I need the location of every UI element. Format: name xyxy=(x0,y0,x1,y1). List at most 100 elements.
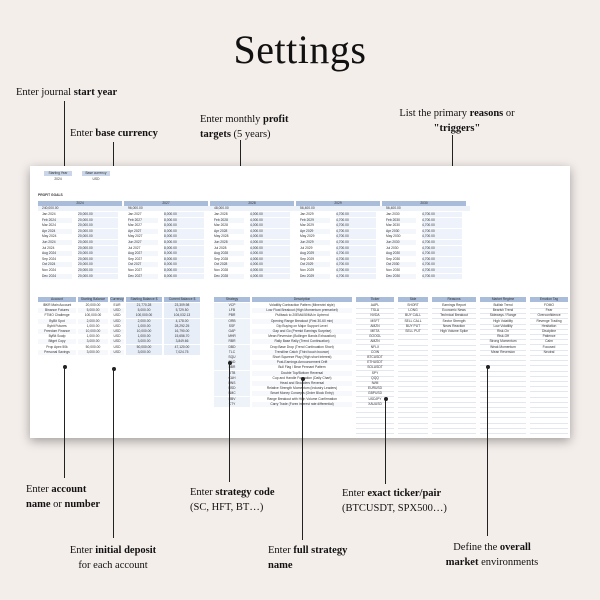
emotion-tag-cell[interactable]: Hesitation xyxy=(530,324,568,330)
ticker-cell[interactable]: IWM xyxy=(356,381,394,387)
account-cell[interactable]: Binance Futures xyxy=(38,308,76,314)
side-cell[interactable] xyxy=(398,386,428,388)
account-cell[interactable]: Bybit Futures xyxy=(38,323,76,329)
market-regime-cell[interactable]: Strong Momentum xyxy=(480,339,526,346)
market-regime-cell[interactable] xyxy=(480,360,526,362)
start-year-select[interactable]: 2024 xyxy=(54,177,62,181)
goal-month-value[interactable]: 4,700.00 xyxy=(336,217,376,223)
ticker-cell[interactable] xyxy=(356,412,394,414)
goal-month-value[interactable]: 4,700.00 xyxy=(422,268,462,273)
side-cell[interactable]: BUY PUT xyxy=(398,324,428,330)
goal-month-value[interactable]: 20,000.00 xyxy=(78,268,118,273)
emotion-tag-cell[interactable] xyxy=(530,427,568,429)
side-cell[interactable] xyxy=(398,427,428,429)
account-cell[interactable]: FTMO Challenge xyxy=(38,313,76,319)
emotion-tag-cell[interactable]: Discipline xyxy=(530,329,568,335)
emotion-tag-cell[interactable] xyxy=(530,407,568,408)
market-regime-cell[interactable] xyxy=(480,370,526,372)
strategy-code-cell[interactable]: BBR xyxy=(214,365,250,371)
goal-month-value[interactable]: 8,000.00 xyxy=(164,256,204,262)
emotion-tag-cell[interactable]: FOMO xyxy=(530,303,568,309)
strategy-code-cell[interactable]: VCP xyxy=(214,303,250,308)
market-regime-cell[interactable]: Risk-Off xyxy=(480,334,526,341)
strategy-code-cell[interactable]: ORB xyxy=(214,318,250,324)
side-cell[interactable] xyxy=(398,412,428,414)
goal-month-value[interactable]: 4,700.00 xyxy=(336,268,376,273)
goal-month-value[interactable]: 4,700.00 xyxy=(336,234,376,240)
strategy-name-cell[interactable]: Opening Range Breakout (First 30-60 min) xyxy=(252,318,352,324)
reason-cell[interactable] xyxy=(432,386,476,388)
emotion-tag-cell[interactable]: Revenge Trading xyxy=(530,319,568,325)
ticker-cell[interactable]: SOLUSDT xyxy=(356,365,394,372)
reason-cell[interactable] xyxy=(432,417,476,419)
market-regime-cell[interactable] xyxy=(480,417,526,419)
account-cell[interactable]: 3,000.00 xyxy=(78,349,108,355)
account-cell[interactable]: USD xyxy=(110,313,124,319)
ticker-cell[interactable]: GBPUSD xyxy=(356,391,394,398)
strategy-code-cell[interactable]: TLC xyxy=(214,349,250,355)
goal-month-value[interactable]: 8,000.00 xyxy=(164,262,204,268)
side-cell[interactable] xyxy=(398,375,428,377)
reason-cell[interactable] xyxy=(432,375,476,377)
goal-month-value[interactable]: 4,000.00 xyxy=(250,262,290,268)
goal-month-value[interactable]: 20,000.00 xyxy=(78,256,118,262)
goal-month-value[interactable]: 8,000.00 xyxy=(164,223,204,229)
market-regime-cell[interactable] xyxy=(480,422,526,424)
reason-cell[interactable] xyxy=(432,396,476,398)
goal-month-value[interactable]: 4,700.00 xyxy=(336,256,376,262)
side-cell[interactable] xyxy=(398,407,428,408)
reason-cell[interactable] xyxy=(432,339,476,341)
goal-month-value[interactable]: 20,000.00 xyxy=(78,245,118,251)
account-cell[interactable]: USD xyxy=(110,334,124,340)
strategy-name-cell[interactable]: Short Squeeze Play (High short interest) xyxy=(252,355,352,360)
market-regime-cell[interactable]: Low Volatility xyxy=(480,324,526,330)
account-cell[interactable]: USD xyxy=(110,323,124,329)
reason-cell[interactable]: Technical Breakout xyxy=(432,313,476,320)
reason-cell[interactable] xyxy=(432,427,476,429)
strategy-name-cell[interactable]: Double Top/Bottom Reversal xyxy=(252,370,352,376)
goal-month-value[interactable]: 4,700.00 xyxy=(422,245,462,251)
strategy-name-cell[interactable]: Volatility Contraction Pattern (Minervin… xyxy=(252,303,352,308)
market-regime-cell[interactable]: Risk-On xyxy=(480,329,526,335)
side-cell[interactable] xyxy=(398,396,428,398)
goal-month-value[interactable]: 8,000.00 xyxy=(164,234,204,240)
goal-month-value[interactable]: 4,700.00 xyxy=(336,262,376,268)
strategy-code-cell[interactable]: RSD xyxy=(214,386,250,392)
strategy-code-cell[interactable]: EAD xyxy=(214,360,250,366)
side-cell[interactable] xyxy=(398,365,428,367)
emotion-tag-cell[interactable] xyxy=(530,412,568,414)
ticker-cell[interactable]: EURUSD xyxy=(356,386,394,393)
goal-month-value[interactable]: 20,000.00 xyxy=(78,223,118,229)
emotion-tag-cell[interactable] xyxy=(530,370,568,372)
side-cell[interactable] xyxy=(398,433,428,434)
goal-month-value[interactable]: 4,000.00 xyxy=(250,240,290,245)
goal-month-value[interactable]: 8,000.00 xyxy=(164,273,204,279)
account-cell[interactable]: IBKR Main Account xyxy=(38,303,76,308)
account-cell[interactable]: USD xyxy=(110,308,124,314)
goal-month-value[interactable]: 4,700.00 xyxy=(336,223,376,229)
account-cell[interactable]: 1,000.00 xyxy=(78,334,108,340)
goal-month-value[interactable]: 20,000.00 xyxy=(78,217,118,223)
ticker-cell[interactable] xyxy=(356,407,394,408)
goal-month-value[interactable]: 4,000.00 xyxy=(250,234,290,240)
goal-month-value[interactable]: 4,700.00 xyxy=(336,251,376,257)
goal-month-value[interactable]: 4,000.00 xyxy=(250,256,290,262)
account-cell[interactable]: USD xyxy=(110,339,124,345)
ticker-cell[interactable]: MSFT xyxy=(356,319,394,325)
side-cell[interactable] xyxy=(398,401,428,403)
goal-month-value[interactable]: 20,000.00 xyxy=(78,262,118,268)
strategy-code-cell[interactable]: PBR xyxy=(214,313,250,319)
reason-cell[interactable] xyxy=(432,365,476,367)
side-cell[interactable]: SHORT xyxy=(398,303,428,309)
account-cell[interactable]: ByBit Scalp xyxy=(38,334,76,340)
reason-cell[interactable] xyxy=(432,334,476,336)
strategy-name-cell[interactable]: Low Float Breakout (High Momentum premar… xyxy=(252,308,352,314)
goal-month-value[interactable]: 4,700.00 xyxy=(336,212,376,217)
market-regime-cell[interactable] xyxy=(480,391,526,393)
strategy-name-cell[interactable]: Mean Reversion (Bollinger Bands Exhausti… xyxy=(252,334,352,340)
ticker-cell[interactable] xyxy=(356,422,394,424)
goal-month-value[interactable]: 8,000.00 xyxy=(164,268,204,273)
strategy-code-cell[interactable]: MHR xyxy=(214,334,250,340)
market-regime-cell[interactable] xyxy=(480,381,526,382)
ticker-cell[interactable] xyxy=(356,427,394,429)
